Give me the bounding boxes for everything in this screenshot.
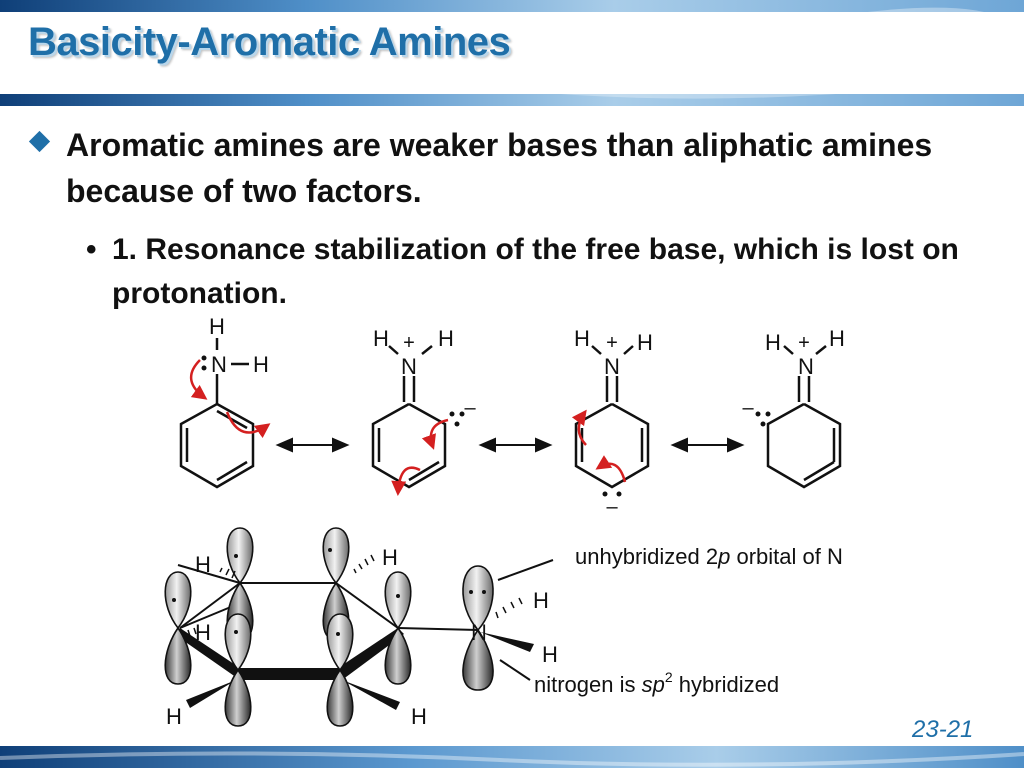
bullet-text-2: 1. Resonance stabilization of the free b… <box>112 233 959 310</box>
diamond-bullet-icon <box>28 130 51 153</box>
curved-arrow-icon <box>190 359 208 400</box>
atom-h: H <box>195 620 211 645</box>
header-band <box>0 0 1024 106</box>
atom-h: H <box>253 352 269 377</box>
atom-h: H <box>574 326 590 351</box>
atom-n: N <box>401 354 417 379</box>
bullet-text-1: Aromatic amines are weaker bases than al… <box>66 127 933 209</box>
atom-n: N <box>604 354 620 379</box>
charge-plus: + <box>403 332 415 354</box>
charge-minus: – <box>606 496 618 518</box>
atom-h: H <box>533 588 549 613</box>
footer-band <box>0 746 1024 768</box>
atom-h: H <box>382 545 398 570</box>
page-number: 23-21 <box>912 716 974 743</box>
hybridization-label: nitrogen is sp2 hybridized <box>534 669 779 697</box>
resonance-structure-4 <box>766 345 842 489</box>
orbital-diagram: H H H H H H H N unhybridized 2p orbital … <box>164 527 843 729</box>
atom-h: H <box>829 326 845 351</box>
atom-n: N <box>471 620 487 645</box>
atom-h: H <box>411 704 427 729</box>
atom-h: H <box>373 326 389 351</box>
resonance-arrow-icon <box>670 437 745 453</box>
atom-h: H <box>542 642 558 667</box>
charge-minus: – <box>464 397 476 419</box>
aniline-structure <box>179 338 255 489</box>
resonance-diagram: H N H H + H N – H + <box>164 314 845 729</box>
curved-arrow-icon <box>595 455 627 483</box>
atom-n: N <box>211 352 227 377</box>
atom-h: H <box>765 330 781 355</box>
charge-plus: + <box>798 332 810 354</box>
dot-bullet-icon: • <box>86 233 97 266</box>
resonance-structure-2 <box>371 345 447 489</box>
slide-title: Basicity-Aromatic Amines <box>28 20 511 64</box>
atom-h: H <box>166 704 182 729</box>
atom-n: N <box>798 354 814 379</box>
charge-minus: – <box>742 397 754 419</box>
charge-plus: + <box>606 332 618 354</box>
resonance-arrow-icon <box>275 437 350 453</box>
curved-arrow-icon <box>421 418 449 450</box>
atom-h: H <box>195 552 211 577</box>
orbital-label: unhybridized 2p orbital of N <box>575 544 843 569</box>
curved-arrow-icon <box>571 409 587 446</box>
atom-h: H <box>438 326 454 351</box>
atom-h: H <box>209 314 225 339</box>
resonance-arrow-icon <box>478 437 553 453</box>
atom-h: H <box>637 330 653 355</box>
curved-arrow-icon <box>391 466 421 496</box>
curved-arrow-icon <box>225 411 271 439</box>
